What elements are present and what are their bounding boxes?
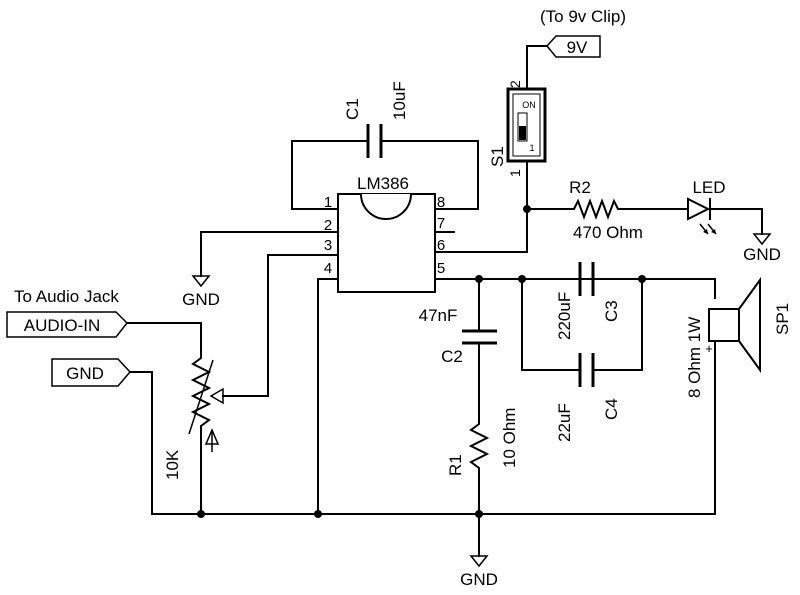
capacitor-c1-section: C1 10uF	[291, 81, 479, 210]
led-light-arrows-icon	[699, 223, 717, 235]
supply-caption: (To 9v Clip)	[540, 7, 626, 26]
switch-s1-inner	[512, 93, 541, 157]
resistor-r2	[567, 198, 627, 220]
wire-c1-to-pin8	[380, 140, 479, 210]
ic-lm386-notch	[360, 193, 412, 220]
switch-s1-ref: S1	[488, 146, 507, 167]
wire-led-to-gnd	[709, 208, 763, 235]
switch-s1-actuator	[519, 126, 526, 140]
capacitor-c4-value: 22uF	[555, 403, 574, 442]
wire-9v-to-switch	[526, 45, 548, 91]
resistor-r2-value: 470 Ohm	[573, 223, 643, 242]
led-branch: R2 470 Ohm LED GND	[526, 178, 781, 264]
capacitor-c2-value: 47nF	[419, 306, 458, 325]
wire-audio-to-pot	[126, 322, 202, 353]
junction-bus-pot	[197, 510, 205, 518]
speaker-sp1-magnet	[708, 308, 740, 342]
speaker-sp1-cone	[738, 276, 761, 374]
resistor-r1	[468, 417, 490, 515]
ic-pin-5: 5	[437, 260, 445, 277]
switch-s1-pin-bottom: 1	[507, 169, 523, 177]
speaker-sp1-ref: SP1	[773, 303, 792, 335]
junction-bus-pin4	[314, 510, 322, 518]
wire-pin4-to-bus	[317, 278, 339, 515]
ic-pin-6: 6	[437, 237, 445, 254]
capacitor-c1-ref: C1	[343, 98, 362, 120]
ic-pin-2: 2	[324, 217, 332, 234]
gnd-symbol-pin2	[191, 275, 211, 288]
potentiometer-adjust-line	[188, 359, 214, 435]
wire-c-parallel-left	[521, 278, 580, 371]
switch-s1-pin-top: 2	[507, 80, 523, 88]
ic-pin-7: 7	[437, 215, 445, 232]
gnd-label-led: GND	[743, 245, 781, 264]
capacitor-c4-ref: C4	[602, 398, 621, 420]
potentiometer-value: 10K	[163, 449, 182, 480]
input-section: To Audio Jack AUDIO-IN GND 10K	[6, 254, 339, 515]
wire-c-parallel-right	[592, 278, 643, 371]
resistor-r1-value: 10 Ohm	[500, 408, 519, 468]
gnd-input-label: GND	[66, 364, 104, 383]
resistor-r1-ref: R1	[446, 454, 465, 476]
output-section: 47nF C2 R1 10 Ohm 220uF C3 22uF C4 SP1 8…	[419, 262, 792, 515]
capacitor-c3-value: 220uF	[555, 292, 574, 340]
supply-section: (To 9v Clip) 9V ON 1 2 1 S1	[434, 7, 626, 253]
ic-pin-1: 1	[324, 194, 332, 211]
supply-9v-port	[546, 35, 601, 58]
gnd-input-port	[51, 358, 132, 387]
gnd-label-pin2: GND	[182, 290, 220, 309]
ground-bus: GND	[151, 510, 716, 589]
ic-pin-8: 8	[437, 194, 445, 211]
ic-pin-3: 3	[324, 237, 332, 254]
wire-pin2-to-gnd	[200, 231, 339, 277]
switch-s1-slot	[517, 112, 528, 142]
wire-gnd-input-to-bus	[129, 371, 202, 515]
speaker-sp1-plus: +	[705, 341, 713, 356]
gnd-symbol-led	[752, 233, 772, 246]
switch-s1-on-text: ON	[522, 100, 536, 110]
potentiometer-10k	[190, 351, 212, 515]
pin2-ground: GND	[182, 231, 339, 309]
ic-pin-4: 4	[324, 260, 332, 277]
audio-in-port	[6, 311, 129, 338]
gnd-symbol-main	[469, 555, 489, 568]
capacitor-c3-ref: C3	[602, 300, 621, 322]
speaker-sp1-value: 8 Ohm 1W	[685, 317, 704, 398]
supply-9v-label: 9V	[567, 38, 588, 57]
ic-lm386-name: LM386	[357, 174, 409, 193]
wire-supply-to-pin6	[434, 208, 528, 253]
capacitor-c2-ref: C2	[441, 347, 463, 366]
capacitor-c1-value: 10uF	[390, 81, 409, 120]
potentiometer-wiper-arrow	[209, 387, 224, 405]
switch-s1-num-text: 1	[529, 143, 534, 153]
input-caption: To Audio Jack	[14, 287, 119, 306]
audio-in-label: AUDIO-IN	[24, 316, 101, 335]
led-diode-triangle	[687, 197, 711, 221]
wire-pin1-to-c1	[291, 140, 369, 210]
resistor-r2-ref: R2	[569, 178, 591, 197]
gnd-label-main: GND	[460, 570, 498, 589]
led-label: LED	[692, 178, 725, 197]
wire-wiper-to-pin3	[222, 254, 339, 397]
ic-lm386: LM386 1 2 3 4 5 6 7 8	[324, 174, 455, 293]
